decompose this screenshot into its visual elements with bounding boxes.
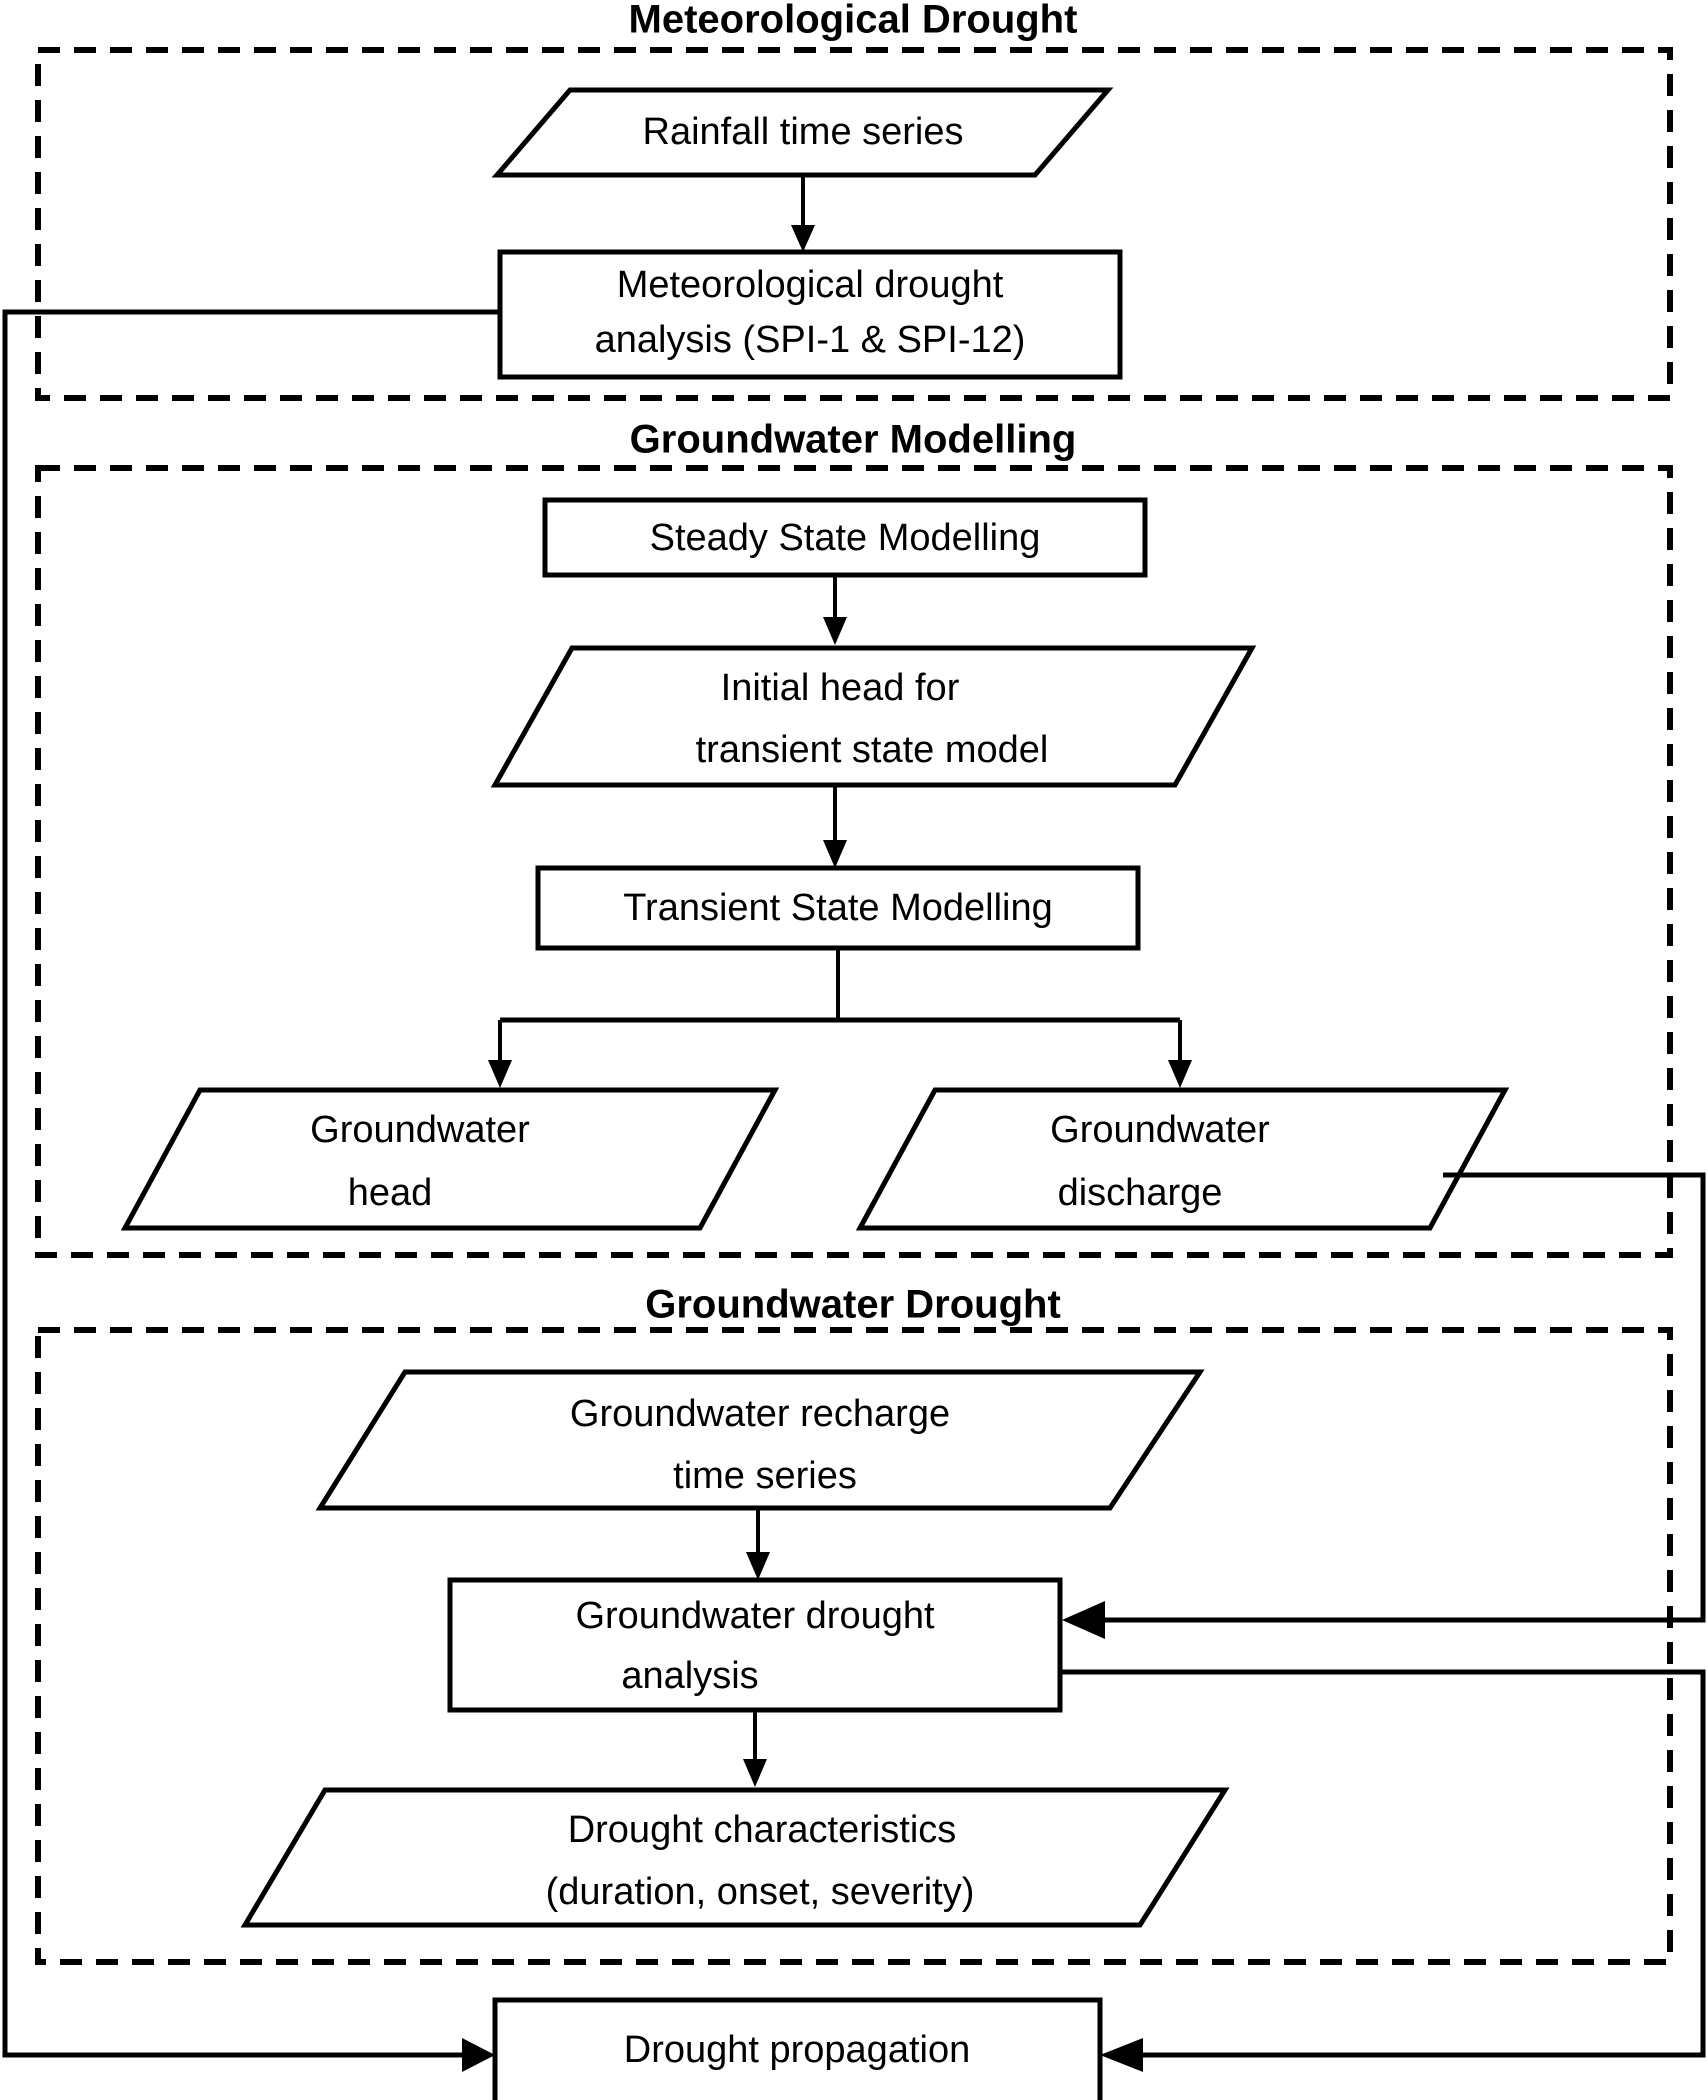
- svg-text:Meteorological drought: Meteorological drought: [617, 264, 1004, 306]
- svg-text:(duration, onset, severity): (duration, onset, severity): [546, 1871, 975, 1913]
- svg-text:Groundwater drought: Groundwater drought: [575, 1595, 935, 1637]
- svg-text:Drought characteristics: Drought characteristics: [568, 1809, 957, 1851]
- section-title-groundwater-drought: Groundwater Drought: [645, 1283, 1061, 1327]
- connector-steady-to-initial-head: [823, 575, 847, 645]
- connector-gw-drought-analysis-to-drought-propagation: [1060, 1669, 1706, 2072]
- svg-text:analysis (SPI-1 & SPI-12): analysis (SPI-1 & SPI-12): [595, 319, 1026, 361]
- connector-gw-drought-analysis-to-characteristics: [743, 1710, 767, 1787]
- node-transient-state-modelling: Transient State Modelling: [535, 865, 1141, 951]
- svg-text:analysis: analysis: [621, 1655, 758, 1697]
- connector-initial-head-to-transient: [823, 785, 847, 868]
- svg-text:discharge: discharge: [1058, 1172, 1223, 1214]
- node-drought-characteristics: Drought characteristics (duration, onset…: [240, 1787, 1230, 1928]
- svg-text:Groundwater recharge: Groundwater recharge: [570, 1393, 950, 1435]
- svg-text:Rainfall time series: Rainfall time series: [643, 111, 964, 153]
- node-drought-propagation: Drought propagation: [492, 1997, 1103, 2100]
- connector-recharge-to-gw-drought-analysis: [746, 1508, 770, 1580]
- svg-text:Initial head for: Initial head for: [721, 667, 960, 709]
- svg-text:Groundwater: Groundwater: [1050, 1109, 1270, 1151]
- svg-text:Drought propagation: Drought propagation: [624, 2029, 970, 2071]
- node-rainfall-time-series: Rainfall time series: [491, 87, 1114, 178]
- svg-text:Transient State Modelling: Transient State Modelling: [623, 887, 1053, 929]
- connector-discharge-to-gw-drought-analysis: [1062, 1172, 1706, 1639]
- node-meteorological-drought-analysis: Meteorological drought analysis (SPI-1 &…: [497, 249, 1123, 380]
- section-title-meteorological-drought: Meteorological Drought: [629, 0, 1078, 42]
- svg-text:time series: time series: [673, 1455, 857, 1497]
- node-initial-head: Initial head for transient state model: [490, 645, 1257, 788]
- group-box-meteorological-drought: [35, 47, 1673, 401]
- svg-text:Groundwater: Groundwater: [310, 1109, 530, 1151]
- connector-transient-split: [488, 948, 1192, 1088]
- group-box-groundwater-modelling: [35, 465, 1673, 1258]
- node-steady-state-modelling: Steady State Modelling: [542, 497, 1148, 578]
- svg-text:transient state model: transient state model: [696, 729, 1049, 771]
- connector-met-analysis-to-drought-propagation: [2, 309, 500, 2072]
- svg-text:Steady State Modelling: Steady State Modelling: [650, 517, 1041, 559]
- connector-rainfall-to-met-analysis: [791, 175, 815, 252]
- node-groundwater-head: Groundwater head: [120, 1087, 780, 1231]
- node-groundwater-drought-analysis: Groundwater drought analysis: [447, 1577, 1063, 1713]
- svg-text:head: head: [348, 1172, 433, 1214]
- node-groundwater-discharge: Groundwater discharge: [855, 1087, 1510, 1231]
- section-title-groundwater-modelling: Groundwater Modelling: [630, 418, 1077, 462]
- group-box-groundwater-drought: [35, 1327, 1673, 1965]
- node-groundwater-recharge-time-series: Groundwater recharge time series: [315, 1369, 1205, 1511]
